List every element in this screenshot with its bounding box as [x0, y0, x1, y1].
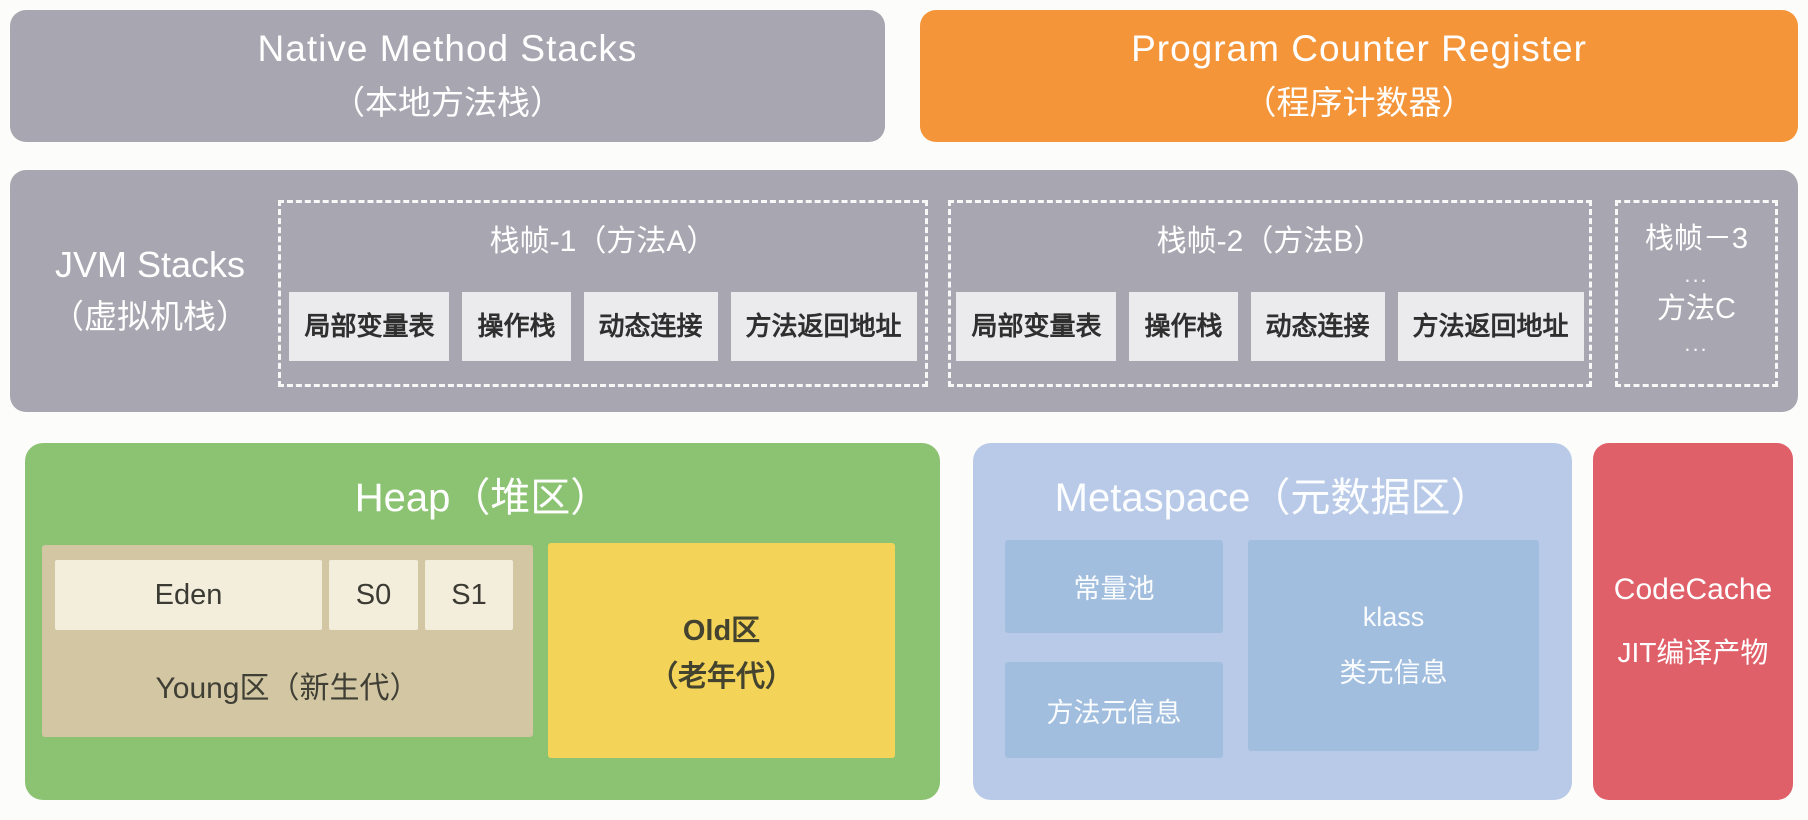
young-generation-label: Young区（新生代）: [155, 672, 420, 705]
method-return-address-cell: 方法返回地址: [1397, 292, 1584, 361]
klass-label: klass: [1362, 601, 1425, 632]
jvm-stacks-label-en: JVM Stacks: [54, 244, 246, 285]
metaspace-title: Metaspace（元数据区）: [1054, 476, 1491, 520]
stack-frame-1-title: 栈帧-1（方法A）: [489, 225, 717, 258]
stack-frame-1-cells: 局部变量表 操作栈 动态连接 方法返回地址: [289, 292, 917, 361]
native-method-stacks-box: Native Method Stacks （本地方法栈）: [10, 10, 885, 142]
stack-frame-3-title: 栈帧－3: [1644, 222, 1749, 255]
stack-frame-2-cells: 局部变量表 操作栈 动态连接 方法返回地址: [956, 292, 1584, 361]
metaspace-box: Metaspace（元数据区） 常量池 方法元信息 klass 类元信息: [973, 443, 1572, 800]
old-generation-box: Old区 （老年代）: [548, 543, 895, 758]
method-return-address-cell: 方法返回地址: [730, 292, 917, 361]
stack-frame-3-ellipsis-top: ...: [1684, 261, 1709, 287]
program-counter-register-box: Program Counter Register （程序计数器）: [920, 10, 1798, 142]
local-variable-table-cell: 局部变量表: [956, 292, 1117, 361]
stack-frame-3-ellipsis-bottom: ...: [1684, 331, 1709, 357]
jvm-stacks-band: JVM Stacks （虚拟机栈） 栈帧-1（方法A） 局部变量表 操作栈 动态…: [10, 170, 1798, 412]
method-metadata-box: 方法元信息: [1005, 662, 1223, 758]
dynamic-linking-cell: 动态连接: [1250, 292, 1385, 361]
heap-box: Heap（堆区） Eden S0 S1 Young区（新生代） Old区 （老年…: [25, 443, 940, 800]
native-method-stacks-subtitle: （本地方法栈）: [332, 84, 563, 121]
stack-frame-3-method: 方法C: [1657, 292, 1736, 325]
program-counter-register-subtitle: （程序计数器）: [1243, 84, 1475, 121]
dynamic-linking-cell: 动态连接: [583, 292, 718, 361]
codecache-title: CodeCache: [1613, 572, 1773, 606]
jvm-stacks-label: JVM Stacks （虚拟机栈）: [20, 170, 280, 412]
stack-frame-1: 栈帧-1（方法A） 局部变量表 操作栈 动态连接 方法返回地址: [278, 200, 928, 387]
young-generation-cells: Eden S0 S1: [55, 560, 513, 630]
program-counter-register-title: Program Counter Register: [1131, 28, 1587, 69]
eden-cell: Eden: [55, 560, 322, 630]
stack-frame-3: 栈帧－3 ... 方法C ...: [1615, 200, 1778, 387]
operand-stack-cell: 操作栈: [1129, 292, 1238, 361]
s0-survivor-cell: S0: [329, 560, 418, 630]
codecache-subtitle: JIT编译产物: [1617, 636, 1769, 668]
young-generation-box: Eden S0 S1 Young区（新生代）: [42, 545, 533, 737]
stack-frame-2: 栈帧-2（方法B） 局部变量表 操作栈 动态连接 方法返回地址: [948, 200, 1592, 387]
old-generation-subtitle: （老年代）: [648, 660, 794, 693]
klass-metadata-box: klass 类元信息: [1248, 540, 1539, 751]
local-variable-table-cell: 局部变量表: [289, 292, 450, 361]
constant-pool-box: 常量池: [1005, 540, 1223, 633]
operand-stack-cell: 操作栈: [462, 292, 571, 361]
old-generation-title: Old区: [682, 614, 761, 647]
native-method-stacks-title: Native Method Stacks: [257, 28, 638, 69]
heap-title: Heap（堆区）: [354, 476, 611, 520]
s1-survivor-cell: S1: [425, 560, 513, 630]
klass-sublabel: 类元信息: [1339, 657, 1448, 688]
jvm-stacks-label-zh: （虚拟机栈）: [51, 298, 249, 335]
codecache-box: CodeCache JIT编译产物: [1593, 443, 1793, 800]
stack-frame-2-title: 栈帧-2（方法B）: [1156, 225, 1384, 258]
